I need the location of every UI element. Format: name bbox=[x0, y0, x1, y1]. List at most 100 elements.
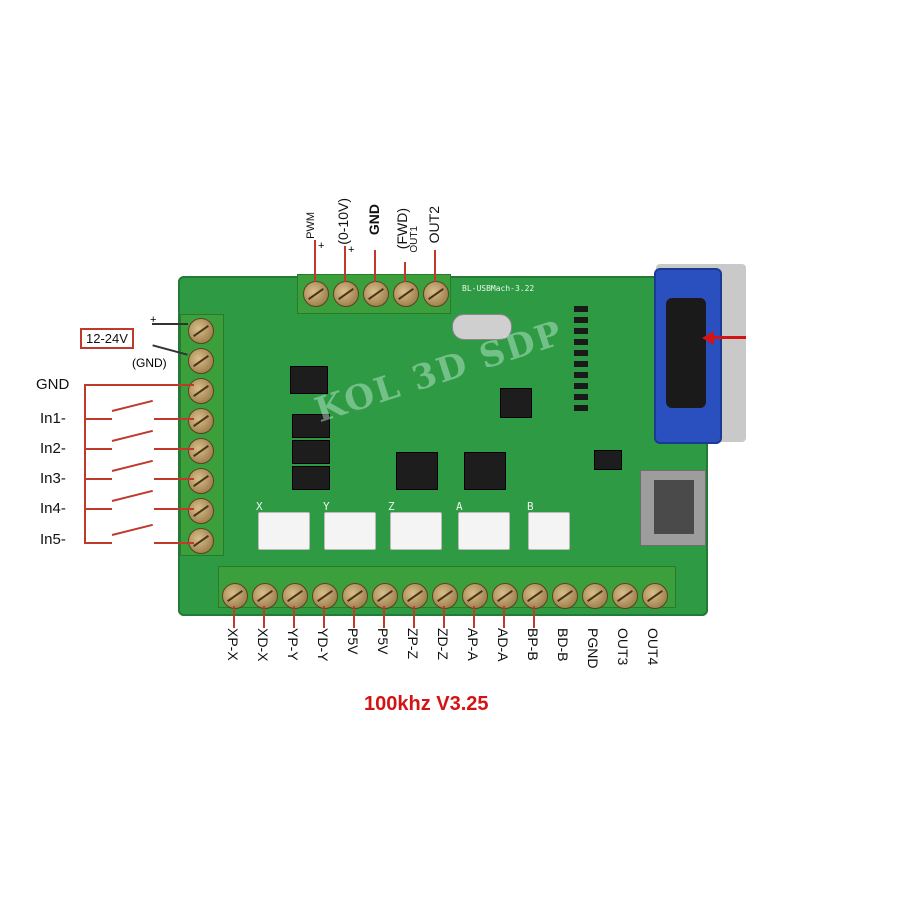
wire-bottom-9 bbox=[473, 606, 475, 628]
bottom-screw-14 bbox=[612, 583, 638, 609]
left-screw-1 bbox=[188, 318, 214, 344]
connector-label-b: B bbox=[527, 500, 534, 513]
switch-4-lever bbox=[111, 489, 153, 502]
connector-label-x: X bbox=[256, 500, 263, 513]
wire-gnd-vertical bbox=[84, 384, 86, 544]
switch-3-lever bbox=[111, 459, 153, 472]
bottom-label-out4: OUT4 bbox=[645, 628, 661, 666]
power-gnd-label: (GND) bbox=[132, 356, 167, 370]
left-label-in4: In4- bbox=[40, 500, 66, 517]
wire-power-plus bbox=[152, 323, 188, 325]
power-voltage-label: 12-24V bbox=[80, 328, 134, 349]
connector-label-y: Y bbox=[323, 500, 330, 513]
left-screw-5 bbox=[188, 438, 214, 464]
bottom-screw-15 bbox=[642, 583, 668, 609]
usb-port bbox=[654, 480, 694, 534]
bottom-label-zp-z: ZP-Z bbox=[405, 628, 421, 660]
ic-driver-2 bbox=[464, 452, 506, 490]
board-model-label: BL-USBMach-3.22 bbox=[462, 284, 535, 293]
top-screw-1 bbox=[303, 281, 329, 307]
switch-2 bbox=[112, 444, 154, 452]
top-label-gnd: GND bbox=[366, 204, 382, 236]
left-label-in2: In2- bbox=[40, 440, 66, 457]
bottom-screw-6 bbox=[372, 583, 398, 609]
bottom-label-p5v-2: P5V bbox=[375, 628, 391, 655]
bottom-label-out3: OUT3 bbox=[615, 628, 631, 666]
top-label-fwd: (FWD) bbox=[394, 208, 410, 250]
ic-mcu bbox=[500, 388, 532, 418]
bottom-screw-3 bbox=[282, 583, 308, 609]
bottom-label-ap-a: AP-A bbox=[465, 628, 481, 661]
connector-y bbox=[324, 512, 376, 550]
wire-bottom-5 bbox=[353, 606, 355, 628]
crystal-oscillator bbox=[452, 314, 512, 340]
bottom-screw-1 bbox=[222, 583, 248, 609]
bottom-screw-9 bbox=[462, 583, 488, 609]
pcb-board bbox=[178, 276, 708, 616]
connector-label-a: A bbox=[456, 500, 463, 513]
ic-optocoupler-1 bbox=[290, 366, 328, 394]
bottom-screw-5 bbox=[342, 583, 368, 609]
bottom-screw-2 bbox=[252, 583, 278, 609]
bottom-label-bp-b: BP-B bbox=[525, 628, 541, 661]
version-caption: 100khz V3.25 bbox=[364, 693, 489, 715]
top-label-010v: (0-10V) bbox=[335, 198, 351, 245]
left-label-in5: In5- bbox=[40, 531, 66, 548]
ic-regulator bbox=[594, 450, 622, 470]
wire-010v bbox=[344, 246, 346, 282]
wire-out2 bbox=[434, 250, 436, 282]
top-screw-4 bbox=[393, 281, 419, 307]
left-screw-8 bbox=[188, 528, 214, 554]
wire-pwm bbox=[314, 240, 316, 282]
bottom-label-bd-b: BD-B bbox=[555, 628, 571, 662]
wire-bottom-11 bbox=[533, 606, 535, 628]
wire-gnd-top bbox=[374, 250, 376, 282]
bottom-screw-7 bbox=[402, 583, 428, 609]
wire-bottom-6 bbox=[383, 606, 385, 628]
top-label-out1: OUT1 bbox=[409, 226, 420, 253]
connector-label-z: Z bbox=[388, 500, 395, 513]
switch-1 bbox=[112, 414, 154, 422]
connector-b bbox=[528, 512, 570, 550]
wire-fwd bbox=[404, 262, 406, 282]
wire-bottom-1 bbox=[233, 606, 235, 628]
left-screw-2 bbox=[188, 348, 214, 374]
power-plus-sign: + bbox=[150, 314, 157, 326]
bottom-label-zd-z: ZD-Z bbox=[435, 628, 451, 660]
wire-bottom-8 bbox=[443, 606, 445, 628]
top-screw-2 bbox=[333, 281, 359, 307]
top-plus-pwm: + bbox=[318, 240, 325, 252]
wire-bottom-2 bbox=[263, 606, 265, 628]
switch-3 bbox=[112, 474, 154, 482]
left-screw-3 bbox=[188, 378, 214, 404]
ic-optocoupler-4 bbox=[292, 466, 330, 490]
ic-driver-1 bbox=[396, 452, 438, 490]
bottom-label-yp-y: YP-Y bbox=[285, 628, 301, 661]
bottom-label-xd-x: XD-X bbox=[255, 628, 271, 662]
left-screw-4 bbox=[188, 408, 214, 434]
vga-port bbox=[666, 298, 706, 408]
bottom-label-yd-y: YD-Y bbox=[315, 628, 331, 662]
switch-1-lever bbox=[111, 399, 153, 412]
left-label-in1: In1- bbox=[40, 410, 66, 427]
wire-gnd-bus bbox=[84, 384, 194, 386]
switch-5 bbox=[112, 538, 154, 546]
bottom-screw-8 bbox=[432, 583, 458, 609]
wire-bottom-10 bbox=[503, 606, 505, 628]
switch-4 bbox=[112, 504, 154, 512]
bottom-screw-12 bbox=[552, 583, 578, 609]
top-label-pwm: PWM bbox=[305, 212, 317, 239]
switch-2-lever bbox=[111, 429, 153, 442]
vga-arrow-icon bbox=[702, 331, 714, 345]
bottom-label-ad-a: AD-A bbox=[495, 628, 511, 662]
wire-bottom-3 bbox=[293, 606, 295, 628]
bottom-label-p5v-1: P5V bbox=[345, 628, 361, 655]
connector-z bbox=[390, 512, 442, 550]
bottom-screw-10 bbox=[492, 583, 518, 609]
connector-a bbox=[458, 512, 510, 550]
bottom-screw-13 bbox=[582, 583, 608, 609]
left-label-in3: In3- bbox=[40, 470, 66, 487]
top-screw-3 bbox=[363, 281, 389, 307]
switch-5-lever bbox=[111, 523, 153, 536]
ic-optocoupler-2 bbox=[292, 414, 330, 438]
